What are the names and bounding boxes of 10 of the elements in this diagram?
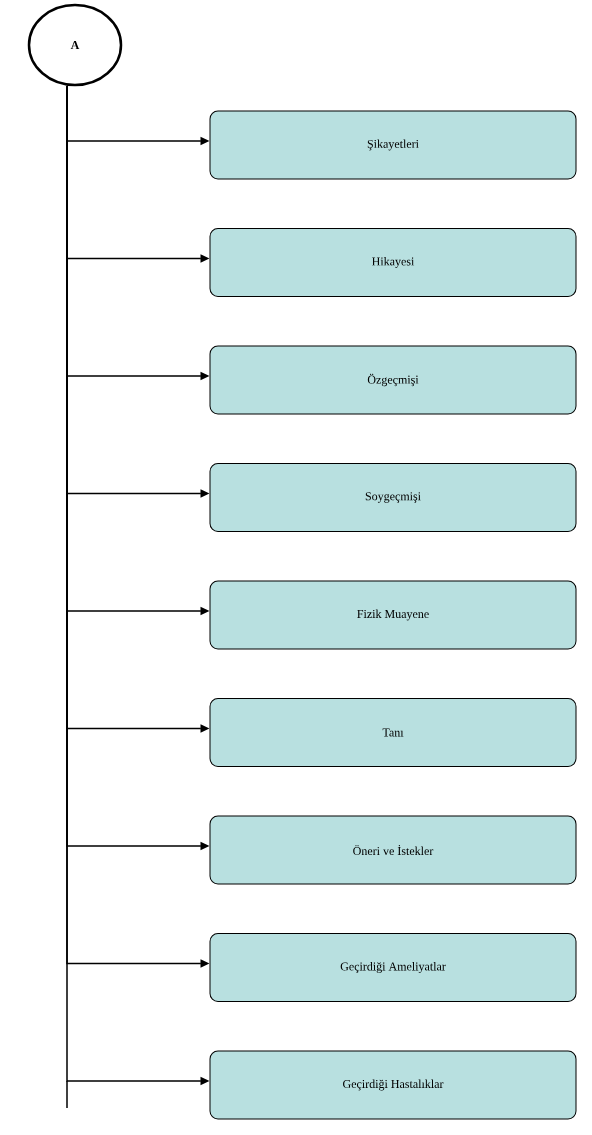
process-box: Özgeçmişi: [209, 345, 577, 415]
process-box: Hikayesi: [209, 228, 577, 297]
process-box: Soygeçmişi: [209, 463, 577, 532]
process-box: Fizik Muayene: [209, 580, 577, 650]
circle-node: A: [27, 3, 123, 87]
process-box: Öneri ve İstekler: [209, 815, 577, 885]
process-box: Geçirdiği Hastalıklar: [209, 1050, 577, 1120]
process-box: Şikayetleri: [209, 110, 577, 180]
process-box: Tanı: [209, 698, 577, 767]
process-box: Geçirdiği Ameliyatlar: [209, 933, 577, 1002]
